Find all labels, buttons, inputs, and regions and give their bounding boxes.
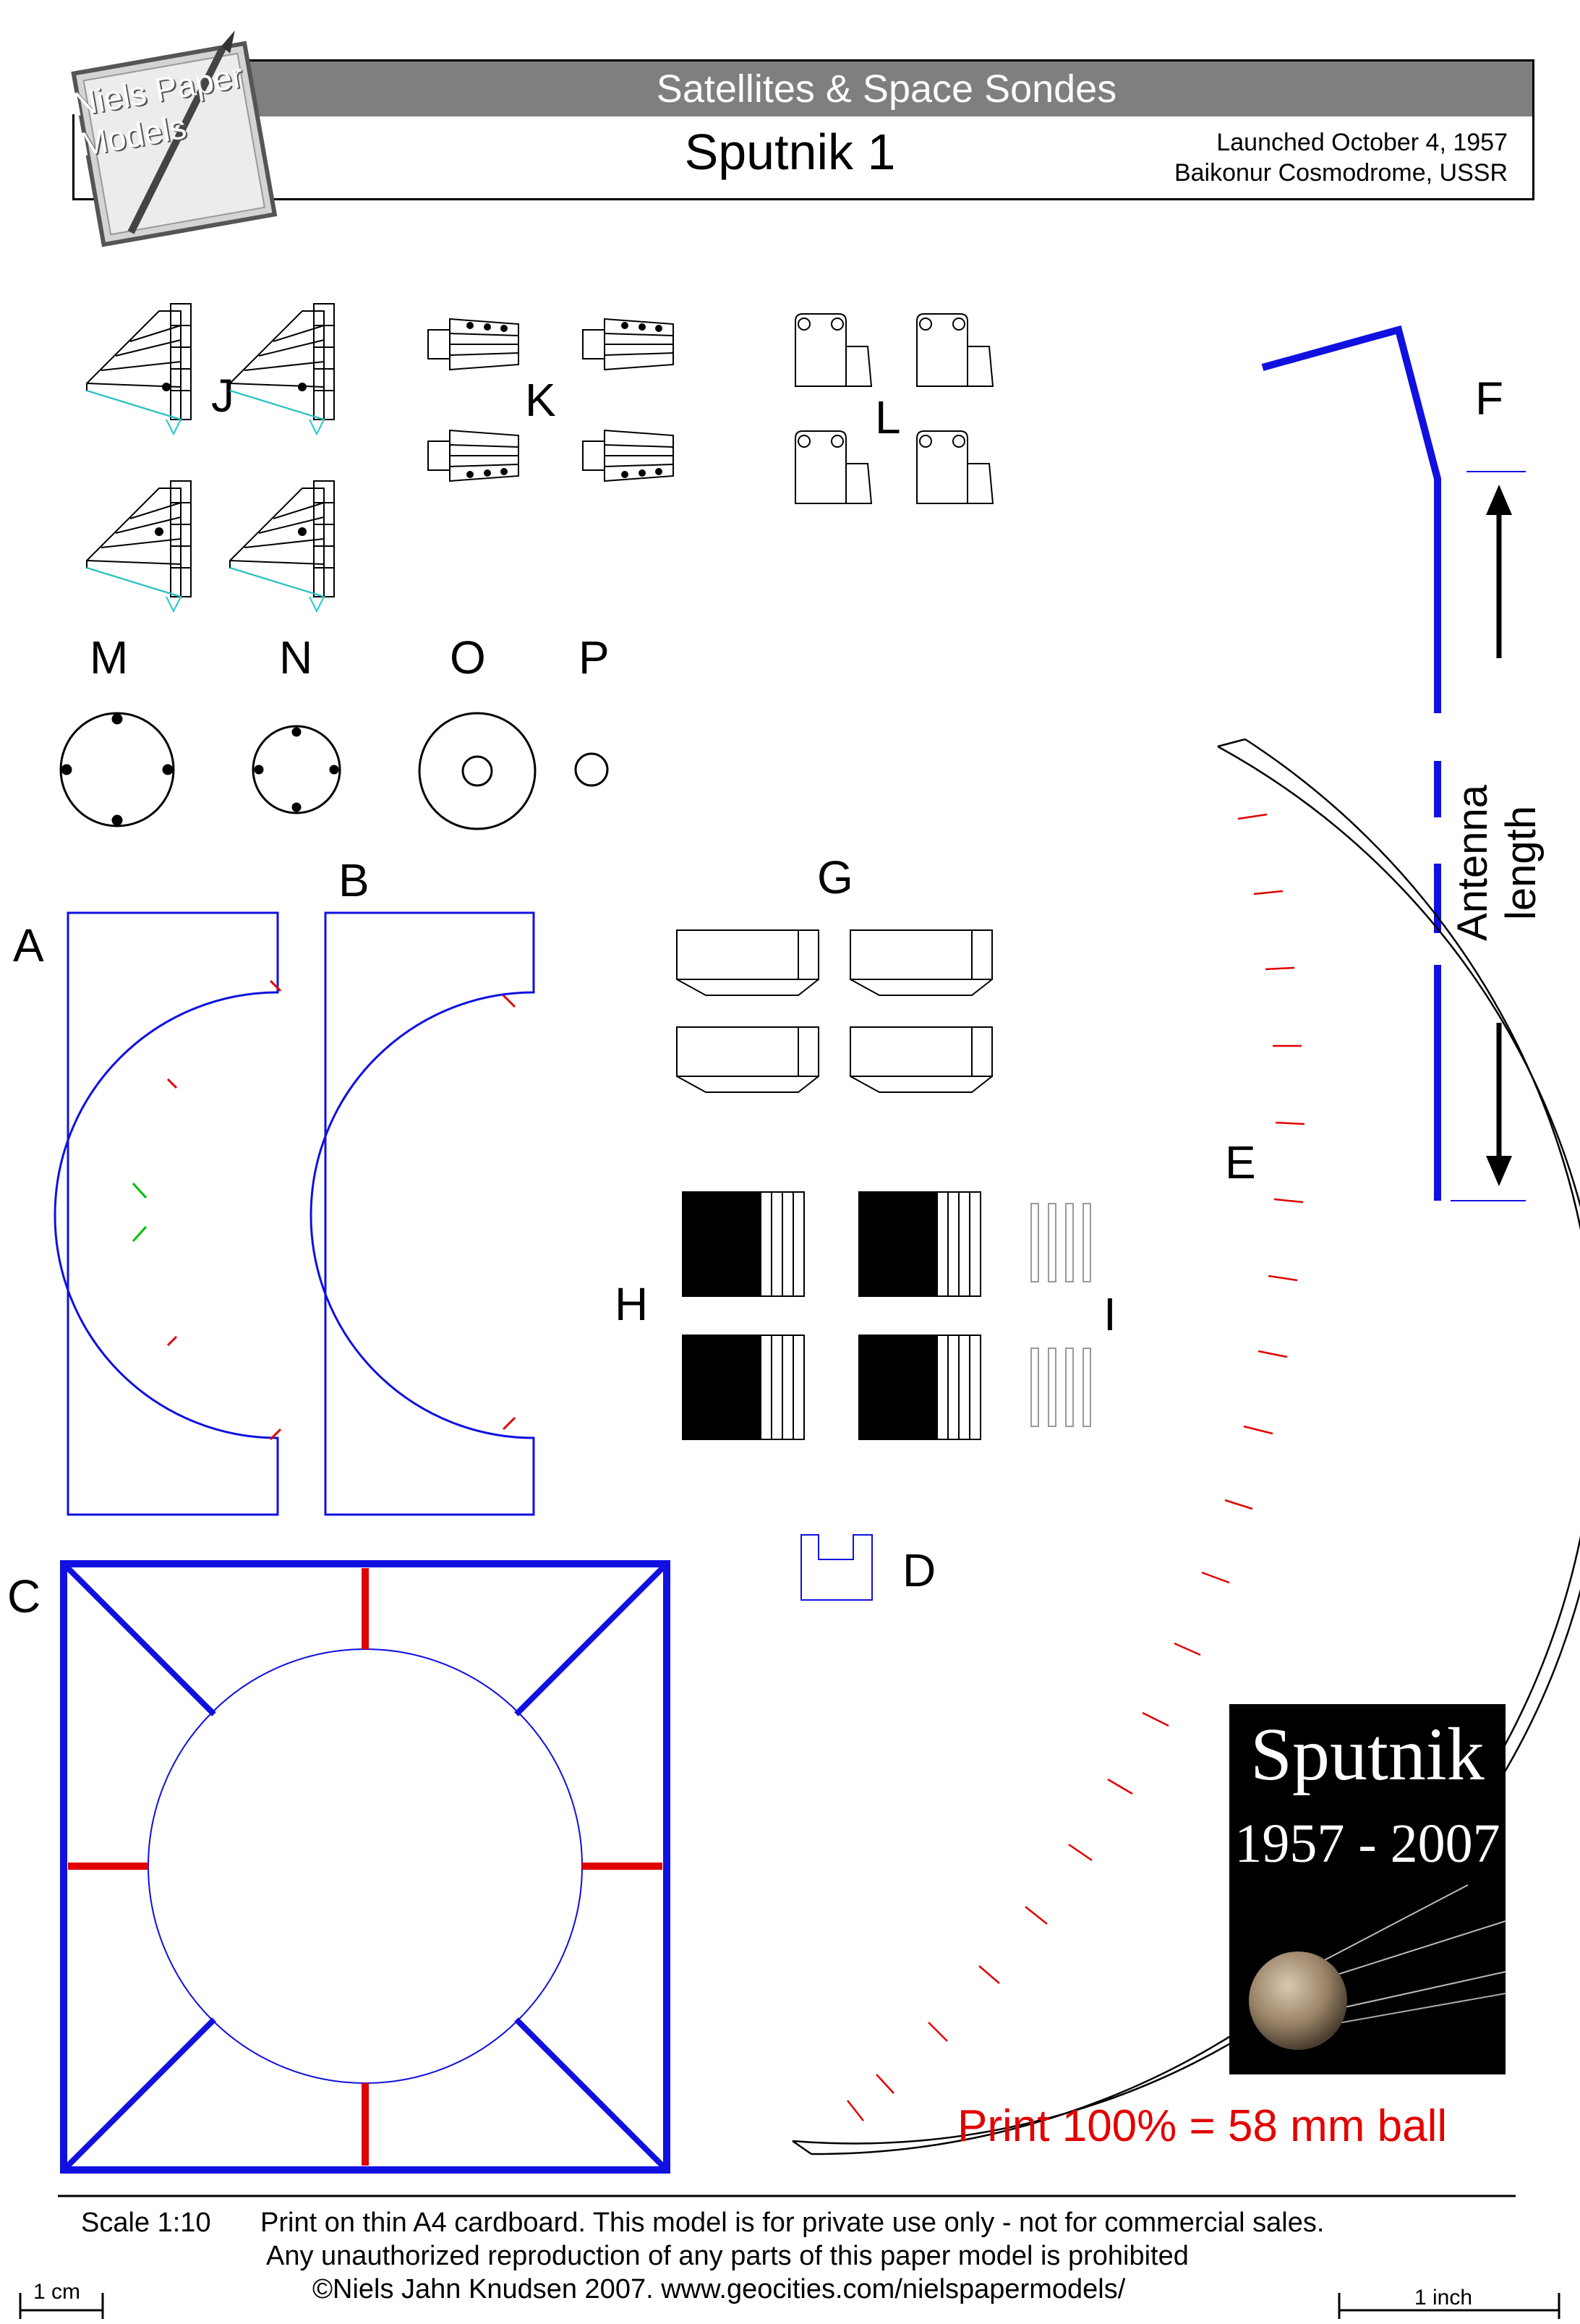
footer-scale: Scale 1:10 [81,2208,211,2238]
print-note: Print 100% = 58 mm ball [957,2101,1448,2151]
part-d [800,1534,873,1601]
part-o-disc [418,712,537,830]
page-title: Sputnik 1 [684,124,896,180]
scale-cm-label: 1 cm [33,2280,81,2304]
label-j: J [211,370,234,422]
part-n-disc [252,725,341,814]
label-o: O [450,631,486,684]
label-l: L [875,391,901,443]
footer-line1: Print on thin A4 cardboard. This model i… [260,2208,1325,2238]
sputnik-satellite-image [1249,1884,1506,2050]
part-g-pieces [676,929,993,1093]
poster-title: Sputnik [1250,1713,1485,1796]
part-p-disc [574,752,609,787]
label-k: K [525,374,556,426]
niels-paper-models-logo [71,30,278,247]
label-m: M [90,631,129,684]
sputnik-poster: Sputnik 1957 - 2007 [1229,1704,1506,2074]
footer-line3: ©Niels Jahn Knudsen 2007. www.geocities.… [312,2274,1126,2304]
scale-inch-label: 1 inch [1414,2286,1473,2310]
scale-bar-cm [19,2293,104,2319]
part-b [309,911,535,1516]
footer-line2: Any unauthorized reproduction of any par… [266,2241,1189,2271]
label-p: P [578,631,610,684]
part-i-pieces [1030,1203,1091,1427]
label-n: N [279,631,313,684]
part-a [54,911,282,1516]
part-f-antenna [1261,325,1526,1201]
scale-bar-inch [1338,2293,1560,2319]
header-series: Satellites & Space Sondes [656,67,1117,111]
part-h-pieces [682,1191,981,1440]
part-m-disc [59,712,175,827]
label-h: H [615,1278,649,1330]
poster-years: 1957 - 2007 [1234,1813,1500,1874]
part-c-frame [60,1560,670,2174]
part-l-pieces [795,313,994,504]
launch-site: Baikonur Cosmodrome, USSR [1174,159,1508,187]
label-g: G [817,851,853,903]
label-c: C [7,1570,41,1622]
label-i: I [1103,1288,1116,1340]
part-k-pieces [427,318,674,482]
header-series-band: Satellites & Space Sondes [239,59,1534,116]
part-e-strip [792,738,1580,2155]
label-a: A [13,919,44,971]
label-b: B [338,854,370,906]
part-j-pieces [86,303,335,613]
launch-info: Launched October 4, 1957 Baikonur Cosmod… [1132,127,1508,188]
antenna-length-label: Antenna length [1449,784,1545,942]
label-d: D [902,1544,936,1596]
label-e: E [1225,1136,1256,1188]
label-f: F [1475,373,1504,425]
header-box [72,114,1534,200]
launch-date: Launched October 4, 1957 [1216,129,1508,156]
